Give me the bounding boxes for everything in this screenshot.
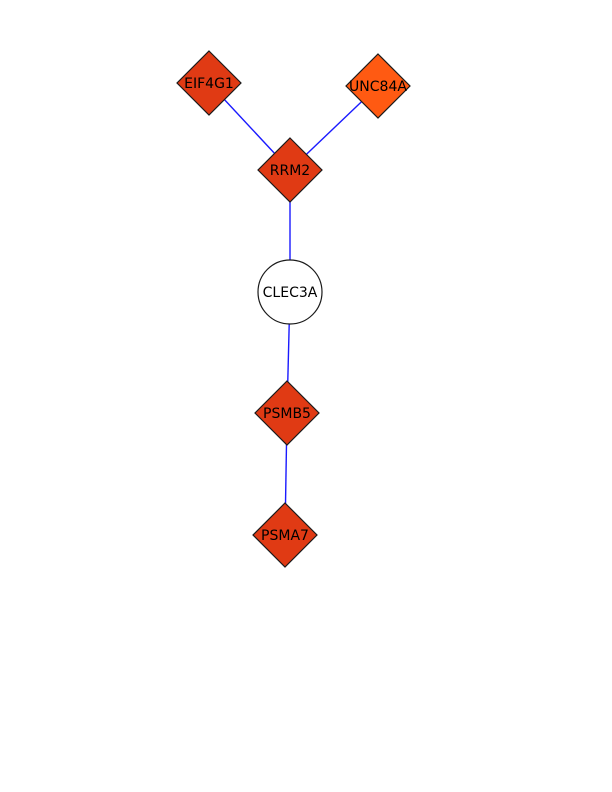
node-label: PSMB5 bbox=[263, 406, 311, 422]
node-label: PSMA7 bbox=[261, 528, 309, 544]
node-rrm2[interactable]: RRM2 bbox=[257, 137, 323, 203]
node-diamond bbox=[345, 53, 411, 119]
node-psmb5[interactable]: PSMB5 bbox=[254, 380, 320, 446]
node-label: EIF4G1 bbox=[184, 76, 234, 92]
node-circle bbox=[257, 259, 323, 325]
node-diamond bbox=[176, 50, 242, 116]
node-diamond bbox=[252, 502, 318, 568]
node-label: UNC84A bbox=[349, 79, 407, 95]
node-unc84a[interactable]: UNC84A bbox=[345, 53, 411, 119]
node-diamond bbox=[254, 380, 320, 446]
node-label: RRM2 bbox=[270, 163, 310, 179]
node-clec3a[interactable]: CLEC3A bbox=[257, 259, 323, 325]
node-psma7[interactable]: PSMA7 bbox=[252, 502, 318, 568]
node-diamond bbox=[257, 137, 323, 203]
node-label: CLEC3A bbox=[263, 285, 318, 301]
node-eif4g1[interactable]: EIF4G1 bbox=[176, 50, 242, 116]
